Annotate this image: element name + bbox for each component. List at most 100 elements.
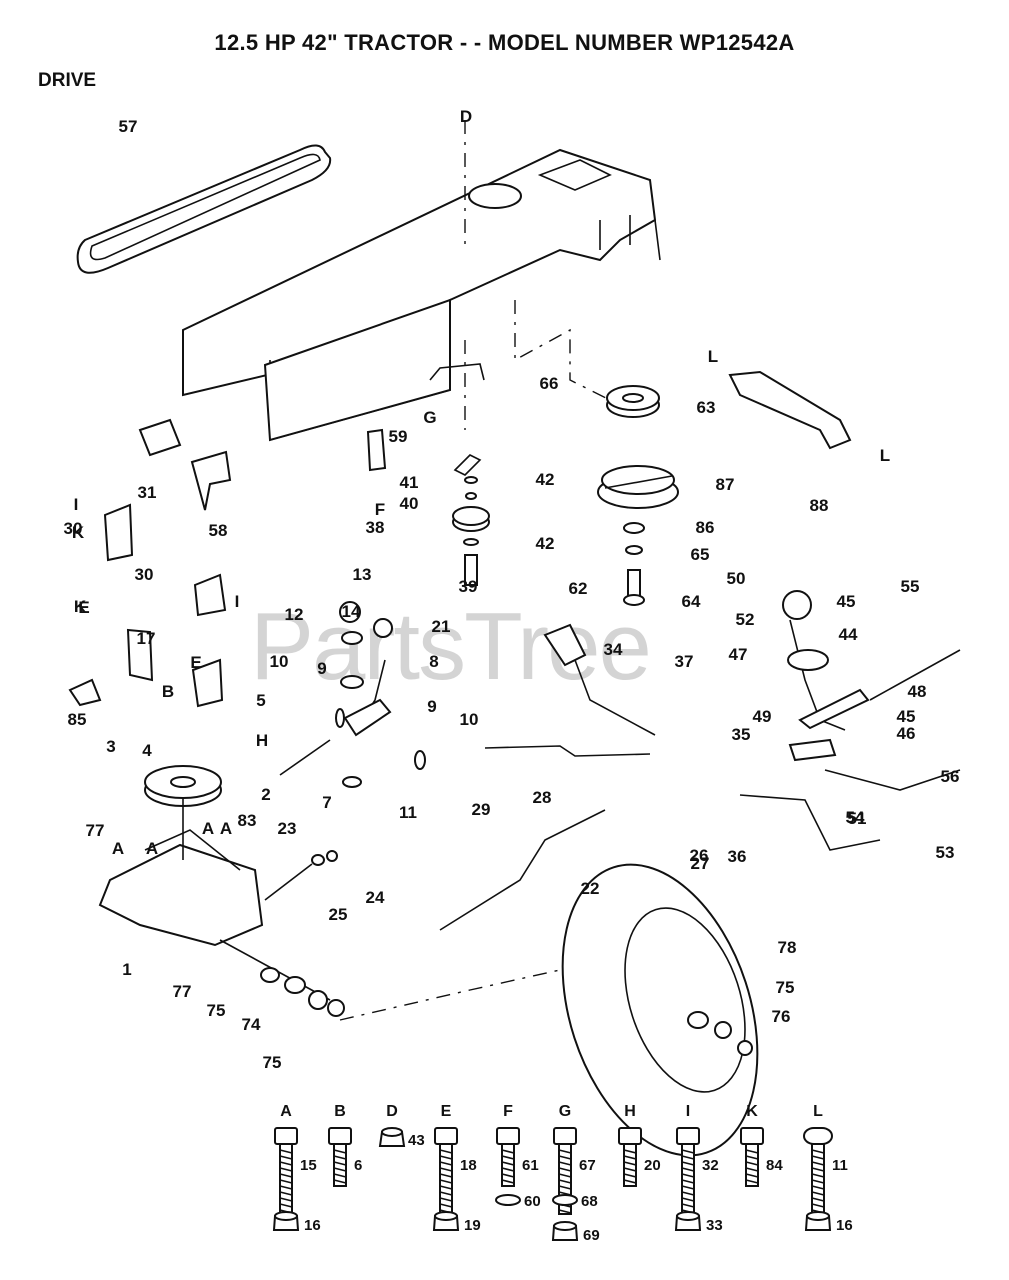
thread-mark (279, 1203, 293, 1208)
hardware-letter: F (503, 1103, 513, 1120)
callout-label: E (78, 598, 89, 617)
bolt-shank-icon (279, 1143, 293, 1215)
callout-label: 30 (64, 519, 83, 538)
bolt-head-icon (434, 1127, 458, 1145)
thread-mark (558, 1185, 572, 1190)
callout-label: E (190, 653, 201, 672)
callout-label: 74 (242, 1015, 261, 1034)
callout-label: D (460, 107, 472, 126)
callout-label: 28 (533, 788, 552, 807)
callout-label: 34 (604, 640, 623, 659)
callout-label: 49 (753, 707, 772, 726)
thread-mark (558, 1173, 572, 1178)
callout-label: 83 (238, 811, 257, 830)
thread-mark (333, 1167, 347, 1172)
callout-label: 75 (776, 978, 795, 997)
callout-label: 45 (897, 707, 916, 726)
bolt-head-icon (740, 1127, 764, 1145)
callout-label: 13 (353, 565, 372, 584)
callout-label: 56 (941, 767, 960, 786)
thread-mark (623, 1149, 637, 1154)
thread-mark (279, 1149, 293, 1154)
callout-label: K (72, 523, 85, 542)
bolt-head-icon (553, 1127, 577, 1145)
thread-mark (745, 1155, 759, 1160)
thread-mark (279, 1161, 293, 1166)
callout-label: 77 (86, 821, 105, 840)
callout-label: 47 (729, 645, 748, 664)
hardware-part-number: 67 (579, 1157, 596, 1174)
thread-mark (439, 1173, 453, 1178)
callout-label: 39 (459, 577, 478, 596)
callout-label: A (202, 819, 214, 838)
nut-icon (274, 1211, 298, 1221)
transaxle (98, 765, 331, 1001)
bolt-head-icon (496, 1127, 520, 1145)
thread-mark (333, 1173, 347, 1178)
callout-label: 27 (691, 854, 710, 873)
thread-mark (811, 1149, 825, 1154)
callout-label: 41 (400, 473, 419, 492)
callout-label: 3 (106, 737, 115, 756)
callout-label: 9 (427, 697, 436, 716)
hardware-part-number: 84 (766, 1157, 783, 1174)
callout-label: 51 (848, 809, 867, 828)
bolt-head-icon (803, 1127, 833, 1145)
thread-mark (501, 1155, 515, 1160)
thread-mark (811, 1161, 825, 1166)
callout-label: 17 (137, 629, 156, 648)
thread-mark (811, 1179, 825, 1184)
control-rods (439, 590, 961, 931)
hardware-letter: H (624, 1103, 636, 1120)
thread-mark (439, 1185, 453, 1190)
hardware-letter: A (280, 1103, 292, 1120)
thread-mark (558, 1209, 572, 1214)
callout-label: 85 (68, 710, 87, 729)
thread-mark (501, 1149, 515, 1154)
thread-mark (333, 1161, 347, 1166)
callout-label: 57 (119, 117, 138, 136)
hardware-nut-number: 16 (836, 1217, 853, 1234)
callout-label: 12 (285, 605, 304, 624)
callout-label: 40 (400, 494, 419, 513)
bolt-head-icon (676, 1127, 700, 1145)
hardware-part-number: 15 (300, 1157, 317, 1174)
thread-mark (501, 1161, 515, 1166)
thread-mark (811, 1155, 825, 1160)
thread-mark (811, 1167, 825, 1172)
idler-pulley (452, 454, 490, 586)
thread-mark (681, 1197, 695, 1202)
hardware-nut-number: 16 (304, 1217, 321, 1234)
thread-mark (681, 1173, 695, 1178)
bolt-head-icon (328, 1127, 352, 1145)
section-label: DRIVE (38, 70, 97, 91)
callout-label: 87 (716, 475, 735, 494)
bolt-shank-icon (681, 1143, 695, 1215)
clutch-assembly (597, 465, 679, 606)
hardware-nut-number: 19 (464, 1217, 481, 1234)
hardware-washer-number: 68 (581, 1193, 598, 1210)
thread-mark (439, 1167, 453, 1172)
bolt-shank-icon (811, 1143, 825, 1215)
callout-label: 36 (728, 847, 747, 866)
callout-label: 75 (207, 1001, 226, 1020)
callout-label: 65 (691, 545, 710, 564)
diagram-title: 12.5 HP 42" TRACTOR - - MODEL NUMBER WP1… (214, 30, 795, 55)
hardware-part-number: 61 (522, 1157, 539, 1174)
callout-label: B (162, 682, 174, 701)
nut-icon (434, 1211, 458, 1221)
thread-mark (279, 1191, 293, 1196)
partstree-watermark: PartsTree (250, 593, 652, 700)
thread-mark (279, 1155, 293, 1160)
callout-label: F (375, 500, 385, 519)
thread-mark (623, 1173, 637, 1178)
washer-icon (495, 1194, 521, 1206)
callout-label: 2 (261, 785, 270, 804)
bolt-head-icon (274, 1127, 298, 1145)
axle-washers (260, 850, 345, 1017)
thread-mark (745, 1167, 759, 1172)
hardware-legend: A1516B6D43E1819F6160G676869H20I3233K84L1… (272, 1103, 853, 1244)
nut-icon (553, 1221, 577, 1231)
thread-mark (439, 1149, 453, 1154)
